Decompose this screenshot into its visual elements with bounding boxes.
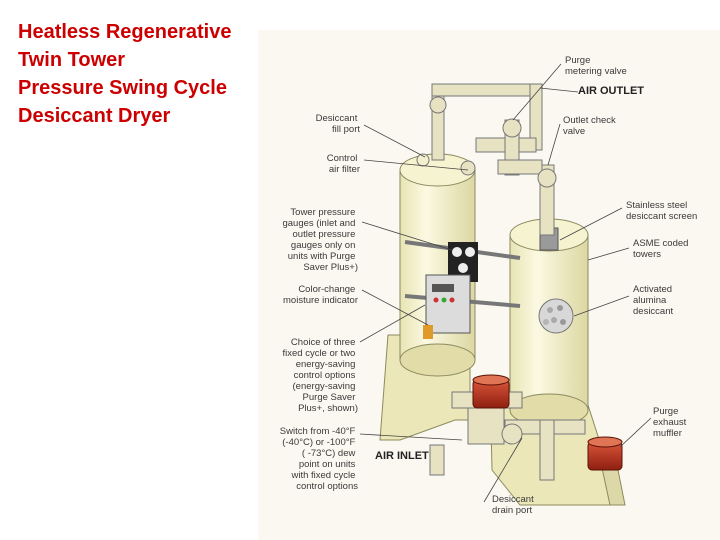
cycle-choice-label: Choice of three fixed cycle or two energ… [282,337,358,414]
air-outlet-label: AIR OUTLET [578,85,644,97]
activated-alumina-label: Activated alumina desiccant [633,284,675,317]
asme-towers-label: ASME coded towers [633,238,691,260]
purge-muffler-label: Purge exhaust muffler [653,406,689,439]
title-line-1: Heatless Regenerative [18,21,232,43]
title-line-4: Desiccant Dryer [18,105,171,127]
stainless-screen-label: Stainless steel desiccant screen [626,200,697,222]
control-filter-label: Control air filter [327,153,360,175]
switch-temp-label: Switch from -40°F (-40°C) or -100°F ( -7… [280,426,358,492]
desiccant-drain-label: Desiccant drain port [492,494,536,516]
leader-lines-right [483,63,652,503]
title-line-2: Twin Tower [18,49,126,71]
air-inlet-label: AIR INLET [375,450,429,462]
purge-metering-valve-label: Purge metering valve [565,55,627,77]
outlet-check-valve-label: Outlet check valve [563,115,618,137]
leader-lines-left [359,124,469,441]
exhaust-mufflers [472,374,623,471]
pressure-gauges-label: Tower pressure gauges (inlet and outlet … [282,207,358,273]
page-title: Heatless Regenerative Twin Tower Pressur… [18,18,288,130]
top-piping [416,83,557,236]
right-tower [509,218,589,427]
desiccant-fill-label: Desiccant fill port [316,113,361,135]
alumina-desiccant-cutaway [538,298,574,334]
diagram-panel [258,30,720,540]
title-line-3: Pressure Swing Cycle [18,77,227,99]
moisture-indicator-label: Color-change moisture indicator [283,284,358,306]
control-box [423,274,471,339]
